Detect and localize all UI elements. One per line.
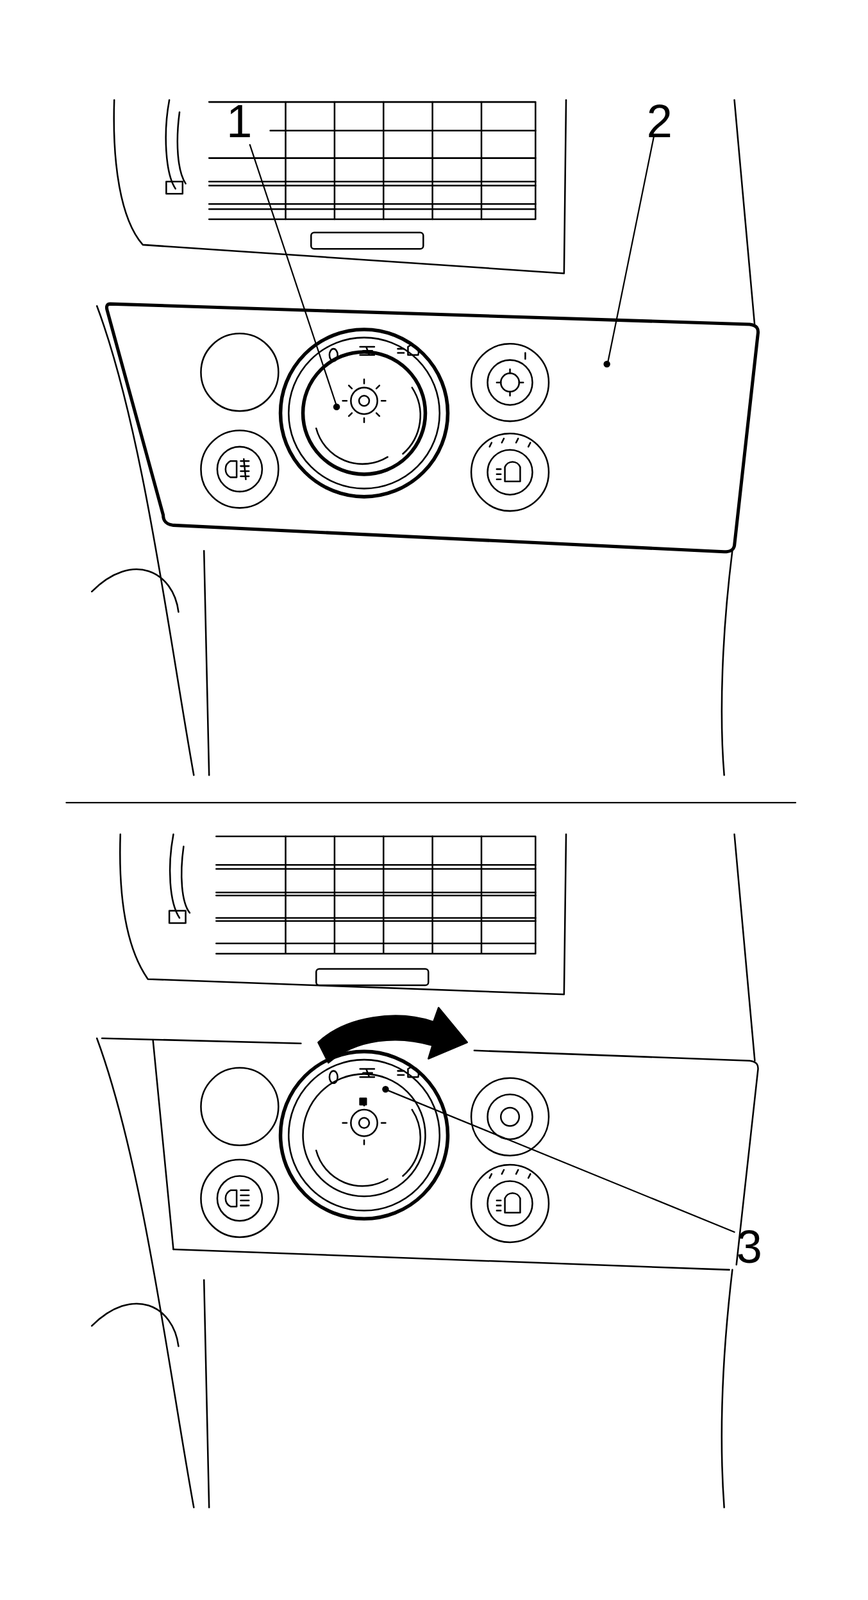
callout-number: 2 — [646, 98, 673, 145]
callout-number: 3 — [736, 1223, 763, 1270]
callout-number: 1 — [226, 98, 252, 145]
